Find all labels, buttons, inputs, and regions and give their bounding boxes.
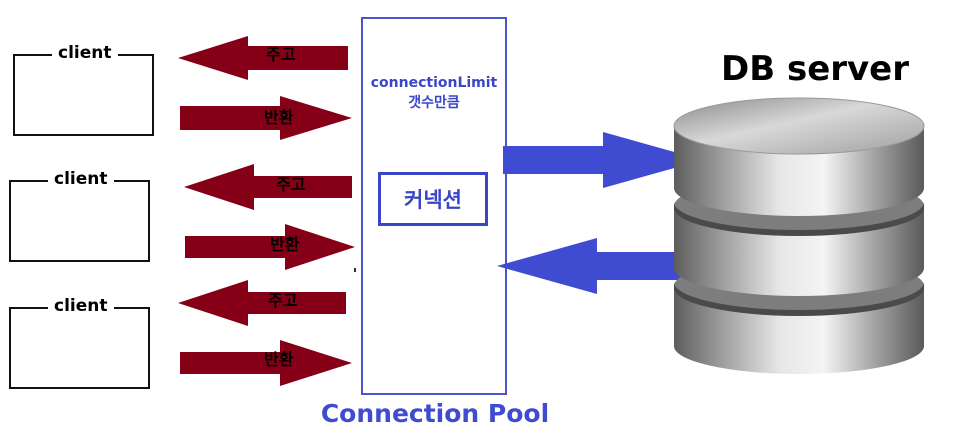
- request-label-3: 주고: [268, 291, 298, 310]
- return-arrow-1: [180, 96, 352, 140]
- client-box-1: [13, 54, 154, 136]
- return-label-3: 반환: [264, 350, 294, 369]
- return-label-2: 반환: [270, 235, 300, 254]
- connection-pool-box: [361, 17, 507, 395]
- client-box-2: [9, 180, 150, 262]
- client-label-1: client: [52, 43, 118, 63]
- connection-limit-line1: connectionLimit: [370, 75, 498, 91]
- return-label-1: 반환: [264, 108, 294, 127]
- return-arrow-3: [180, 340, 352, 386]
- client-label-2: client: [48, 169, 114, 189]
- database-icon: [668, 96, 930, 382]
- request-arrow-2: [184, 164, 352, 210]
- request-label-1: 주고: [266, 45, 296, 64]
- request-arrow-1: [178, 36, 348, 80]
- client-label-3: client: [48, 296, 114, 316]
- pool-to-db-arrow: [503, 132, 703, 188]
- connection-limit-line2: 갯수만큼: [408, 95, 460, 111]
- db-server-title: DB server: [720, 49, 910, 89]
- connection-pool-title: Connection Pool: [320, 399, 550, 428]
- db-to-pool-arrow: [497, 238, 693, 294]
- connection-box: 커넥션: [378, 172, 488, 226]
- request-arrow-3: [178, 280, 346, 326]
- connection-limit-label: connectionLimit 갯수만큼: [361, 73, 507, 113]
- request-label-2: 주고: [276, 175, 306, 194]
- return-arrow-2: [185, 224, 355, 270]
- stray-tick: [354, 268, 356, 272]
- client-box-3: [9, 307, 150, 389]
- connection-label: 커넥션: [404, 188, 462, 212]
